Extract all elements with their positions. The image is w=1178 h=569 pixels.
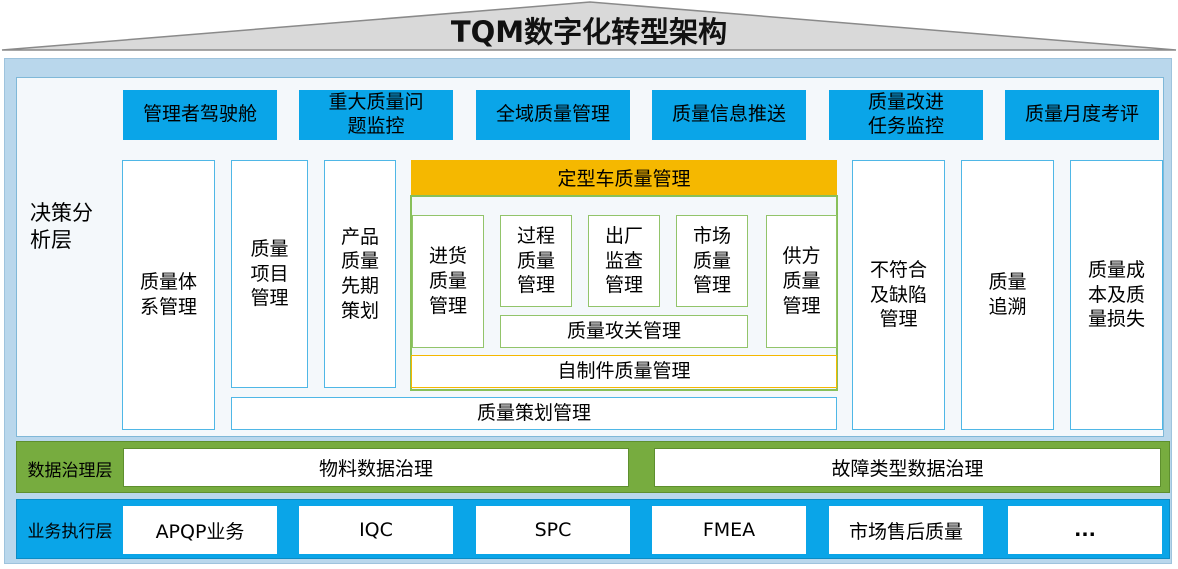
box-quality-project[interactable]: 质量项目管理	[231, 160, 308, 388]
box-spc[interactable]: SPC	[476, 506, 630, 554]
box-material-data[interactable]: 物料数据治理	[123, 448, 629, 487]
exec-layer-label: 业务执行层	[27, 521, 113, 542]
box-more[interactable]: ...	[1008, 506, 1162, 554]
box-traceability[interactable]: 质量追溯	[961, 160, 1054, 430]
decision-layer-label: 决策分析层	[30, 201, 93, 253]
module-manager-cockpit[interactable]: 管理者驾驶舱	[123, 90, 277, 140]
module-major-issue-monitor[interactable]: 重大质量问题监控	[299, 90, 453, 140]
module-info-push[interactable]: 质量信息推送	[652, 90, 806, 140]
box-quality-planning[interactable]: 质量策划管理	[231, 397, 837, 430]
box-apqp[interactable]: APQP业务	[123, 506, 277, 554]
box-iqc[interactable]: IQC	[299, 506, 453, 554]
vehicle-quality-frame	[410, 195, 838, 391]
box-quality-system[interactable]: 质量体系管理	[122, 160, 215, 430]
vehicle-quality-header[interactable]: 定型车质量管理	[411, 160, 837, 195]
box-outgoing-inspection[interactable]: 出厂监查管理	[588, 215, 660, 307]
data-layer-label: 数据治理层	[27, 460, 113, 481]
box-supplier-quality[interactable]: 供方质量管理	[766, 215, 837, 348]
box-incoming-quality[interactable]: 进货质量管理	[412, 215, 484, 348]
module-monthly-evaluation[interactable]: 质量月度考评	[1005, 90, 1159, 140]
module-improvement-task-monitor[interactable]: 质量改进任务监控	[829, 90, 983, 140]
box-process-quality[interactable]: 过程质量管理	[500, 215, 572, 307]
box-after-sales-quality[interactable]: 市场售后质量	[829, 506, 983, 554]
box-fmea[interactable]: FMEA	[652, 506, 806, 554]
box-fault-type-data[interactable]: 故障类型数据治理	[654, 448, 1161, 487]
box-product-planning[interactable]: 产品质量先期策划	[324, 160, 396, 388]
box-nonconformance[interactable]: 不符合及缺陷管理	[852, 160, 945, 430]
box-cost-loss[interactable]: 质量成本及质量损失	[1070, 160, 1163, 430]
box-quality-tackling[interactable]: 质量攻关管理	[500, 315, 748, 348]
roof-shape	[1, 1, 1177, 51]
box-market-quality[interactable]: 市场质量管理	[676, 215, 748, 307]
page-title: TQM数字化转型架构	[450, 15, 728, 49]
box-self-made-parts[interactable]: 自制件质量管理	[411, 355, 837, 388]
module-global-quality[interactable]: 全域质量管理	[476, 90, 630, 140]
